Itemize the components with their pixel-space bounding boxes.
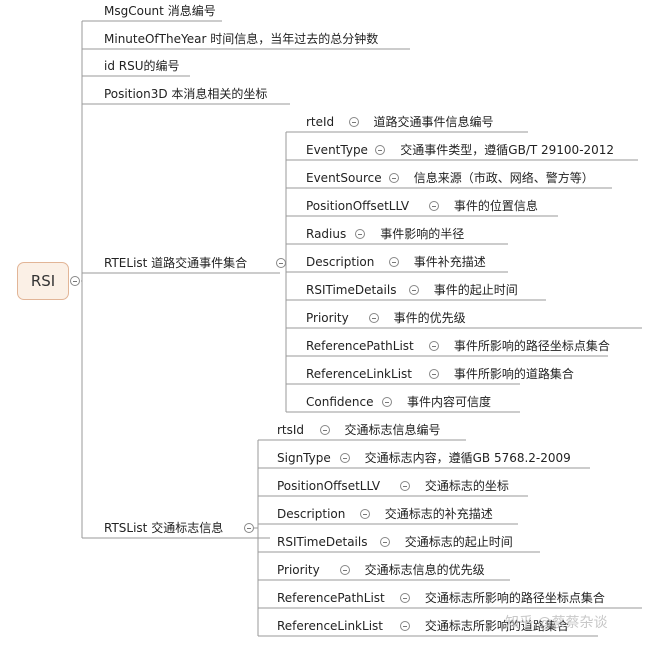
rte-node-9-name[interactable]: ReferenceLinkList — [306, 367, 412, 381]
rte-node-4-desc: 事件影响的半径 — [380, 227, 465, 241]
level1-node-msgcount[interactable]: MsgCount 消息编号 — [104, 3, 216, 19]
rte-node-2-toggle[interactable] — [388, 173, 399, 183]
node-name: RTEList — [104, 256, 152, 270]
rts-collapse-button[interactable] — [244, 523, 254, 533]
rts-node-7-toggle[interactable] — [399, 621, 410, 631]
node-desc: 时间信息，当年过去的总分钟数 — [210, 32, 379, 46]
rts-node-1-desc: 交通标志内容，遵循GB 5768.2-2009 — [364, 451, 571, 465]
rts-node-1-toggle[interactable] — [339, 453, 350, 463]
rts-node-6-name[interactable]: ReferencePathList — [277, 591, 385, 605]
level1-node-rtelist[interactable]: RTEList 道路交通事件集合 — [104, 255, 247, 271]
rte-node-3-name[interactable]: PositionOffsetLLV — [306, 199, 410, 213]
rte-node-10-toggle[interactable] — [382, 397, 392, 407]
node-desc: 消息编号 — [167, 4, 216, 18]
node-name: RTSList — [104, 521, 152, 535]
rte-node-6-toggle[interactable] — [408, 285, 419, 295]
rte-node-0-toggle[interactable] — [348, 117, 359, 127]
rts-node-4-name[interactable]: RSITimeDetails — [277, 535, 368, 549]
rts-node-5-name[interactable]: Priority — [277, 563, 320, 577]
rte-node-10-name[interactable]: Confidence — [306, 395, 374, 409]
rte-node-4-toggle[interactable] — [355, 229, 366, 239]
rte-node-0-desc: 道路交通事件信息编号 — [373, 115, 494, 129]
rts-node-1-name[interactable]: SignType — [277, 451, 331, 465]
rts-node-4-toggle[interactable] — [379, 537, 390, 547]
level1-node-position3d[interactable]: Position3D 本消息相关的坐标 — [104, 86, 267, 102]
rte-node-3-desc: 事件的位置信息 — [453, 199, 538, 213]
node-desc: RSU的编号 — [118, 59, 180, 73]
rte-node-7-toggle[interactable] — [368, 313, 379, 323]
rts-node-3-desc: 交通标志的补充描述 — [384, 507, 493, 521]
node-name: id — [104, 59, 119, 73]
node-desc: 交通标志信息 — [151, 521, 224, 535]
rts-node-0-name[interactable]: rtsId — [277, 423, 305, 437]
rte-node-2-desc: 信息来源（市政、网络、警方等） — [413, 171, 594, 185]
rte-node-1-name[interactable]: EventType — [306, 143, 368, 157]
rte-node-6-name[interactable]: RSITimeDetails — [306, 283, 397, 297]
node-desc: 本消息相关的坐标 — [171, 87, 268, 101]
rts-node-0-desc: 交通标志信息编号 — [344, 423, 441, 437]
rts-node-6-toggle[interactable] — [399, 593, 410, 603]
rte-node-5-name[interactable]: Description — [306, 255, 375, 269]
rts-node-5-toggle[interactable] — [339, 565, 350, 575]
rte-node-5-toggle[interactable] — [388, 257, 399, 267]
rts-node-7-desc: 交通标志所影响的道路集合 — [424, 619, 569, 633]
rte-node-9-toggle[interactable] — [428, 369, 439, 379]
watermark: 知乎 @蔡蔡杂谈 — [505, 615, 608, 631]
level1-node-rtslist[interactable]: RTSList 交通标志信息 — [104, 520, 223, 536]
level1-node-id[interactable]: id RSU的编号 — [104, 58, 180, 74]
rte-node-4-name[interactable]: Radius — [306, 227, 347, 241]
node-desc: 道路交通事件集合 — [151, 256, 248, 270]
node-name: Position3D — [104, 87, 172, 101]
root-label: RSI — [30, 272, 56, 290]
root-collapse-button[interactable] — [70, 276, 80, 286]
root-node[interactable]: RSI — [17, 262, 69, 300]
rts-node-4-desc: 交通标志的起止时间 — [404, 535, 513, 549]
rte-node-6-desc: 事件的起止时间 — [433, 283, 518, 297]
rte-node-5-desc: 事件补充描述 — [413, 255, 486, 269]
rts-node-6-desc: 交通标志所影响的路径坐标点集合 — [424, 591, 605, 605]
rte-node-3-toggle[interactable] — [428, 201, 439, 211]
rts-node-2-desc: 交通标志的坐标 — [424, 479, 509, 493]
rts-node-3-name[interactable]: Description — [277, 507, 346, 521]
node-name: MinuteOfTheYear — [104, 32, 211, 46]
rte-node-1-desc: 交通事件类型，遵循GB/T 29100-2012 — [400, 143, 615, 157]
rte-node-8-toggle[interactable] — [428, 341, 439, 351]
rte-node-7-desc: 事件的优先级 — [393, 311, 466, 325]
rte-node-2-name[interactable]: EventSource — [306, 171, 382, 185]
rte-node-10-desc: 事件内容可信度 — [407, 395, 492, 409]
rts-node-5-desc: 交通标志信息的优先级 — [364, 563, 485, 577]
rts-node-2-name[interactable]: PositionOffsetLLV — [277, 479, 381, 493]
rte-node-8-desc: 事件所影响的路径坐标点集合 — [453, 339, 610, 353]
rts-node-0-toggle[interactable] — [319, 425, 330, 435]
rte-node-7-name[interactable]: Priority — [306, 311, 349, 325]
rte-node-1-toggle[interactable] — [375, 145, 386, 155]
rte-node-9-desc: 事件所影响的道路集合 — [453, 367, 574, 381]
rts-node-7-name[interactable]: ReferenceLinkList — [277, 619, 383, 633]
rte-node-8-name[interactable]: ReferencePathList — [306, 339, 414, 353]
rte-collapse-button[interactable] — [276, 258, 286, 268]
rts-node-2-toggle[interactable] — [399, 481, 410, 491]
rte-node-0-name[interactable]: rteId — [306, 115, 335, 129]
level1-node-minuteoftheyear[interactable]: MinuteOfTheYear 时间信息，当年过去的总分钟数 — [104, 31, 378, 47]
node-name: MsgCount — [104, 4, 168, 18]
rts-node-3-toggle[interactable] — [359, 509, 370, 519]
